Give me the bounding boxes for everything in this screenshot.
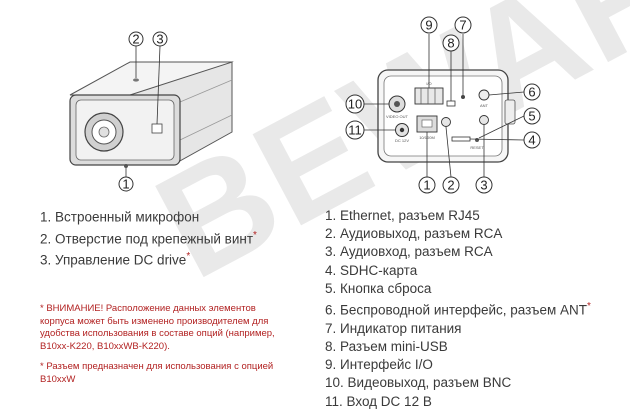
io-terminal: [414, 87, 444, 105]
rca-audio-out: [441, 117, 451, 127]
dc-drive-connector: [151, 123, 163, 134]
leader-line: [478, 115, 525, 139]
rca-audio-in: [479, 115, 489, 125]
side-ridge: [179, 79, 233, 103]
camera-diagram: 2 3 1: [69, 16, 541, 194]
footnotes: * ВНИМАНИЕ! Расположение данных элементо…: [40, 303, 290, 394]
panel-label: ANT: [480, 103, 489, 108]
side-ridge: [179, 114, 233, 141]
callout-front-3: 3: [152, 31, 168, 47]
ant-connector: [478, 89, 490, 101]
leader-line: [469, 138, 525, 141]
callout-back-10: 10: [345, 94, 365, 114]
callout-back-8: 8: [442, 34, 460, 52]
list-item: 2. Аудиовыход, разъем RCA: [325, 226, 503, 242]
list-item: 9. Интерфейс I/O: [325, 357, 433, 373]
callout-back-5: 5: [523, 107, 541, 125]
rear-panel-inner: [383, 75, 503, 157]
list-item: 2. Отверстие под крепежный винт*: [40, 227, 257, 249]
callout-back-11: 11: [345, 120, 365, 140]
lens-center: [98, 126, 110, 138]
list-item: 7. Индикатор питания: [325, 320, 462, 336]
list-item: 1. Встроенный микрофон: [40, 205, 257, 227]
callout-label: 2: [132, 32, 139, 47]
panel-label: VIDEO OUT: [386, 114, 409, 119]
list-item: 11. Вход DC 12 В: [325, 393, 432, 409]
callout-label: 4: [528, 133, 535, 148]
callout-back-3: 3: [475, 176, 493, 194]
footnote-wireless: * Разъем предназначен для использования …: [40, 361, 274, 385]
callout-label: 2: [447, 178, 454, 193]
callout-label: 1: [122, 177, 129, 192]
list-item: 1. Ethernet, разъем RJ45: [325, 208, 480, 223]
callout-back-6: 6: [523, 83, 541, 101]
list-item-text: 2. Отверстие под крепежный винт: [40, 231, 254, 246]
power-led: [461, 95, 465, 99]
rear-elements-list: 1. Ethernet, разъем RJ45 2. Аудиовыход, …: [325, 207, 591, 411]
list-item: 5. Кнопка сброса: [325, 280, 432, 296]
list-item: 8. Разъем mini-USB: [325, 338, 448, 354]
camera-rear-view: VIDEO OUT DC 12V 10/100M ANT RESET I/O: [377, 69, 516, 163]
microphone-hole: [124, 164, 128, 168]
sd-card-slot: [451, 136, 471, 142]
front-elements-list: 1. Встроенный микрофон 2. Отверстие под …: [40, 205, 257, 270]
callout-label: 3: [480, 178, 487, 193]
list-item-text: 6. Беспроводной интерфейс, разъем ANT: [325, 302, 588, 318]
mini-usb-port: [446, 100, 456, 107]
callout-label: 10: [348, 97, 362, 112]
callout-label: 3: [156, 32, 163, 47]
callout-back-7: 7: [454, 16, 472, 34]
dc-jack-pin: [399, 127, 405, 133]
callout-back-2: 2: [442, 176, 460, 194]
callout-label: 8: [447, 36, 454, 51]
callout-label: 9: [425, 18, 432, 33]
callout-back-9: 9: [420, 16, 438, 34]
mounting-hole: [133, 78, 139, 82]
callout-label: 6: [528, 85, 535, 100]
rj45-socket: [421, 119, 433, 128]
panel-label: RESET: [470, 145, 484, 150]
callout-label: 11: [348, 123, 362, 138]
callout-label: 5: [528, 109, 535, 124]
list-item: 3. Аудиовход, разъем RCA: [325, 244, 493, 260]
callout-front-2: 2: [128, 31, 144, 47]
asterisk: *: [253, 229, 257, 241]
list-item: 4. SDHC-карта: [325, 262, 418, 278]
list-item: 10. Видеовыход, разъем BNC: [325, 375, 512, 391]
leader-line: [488, 91, 525, 96]
footnote-warning: * ВНИМАНИЕ! Расположение данных элементо…: [40, 303, 275, 352]
list-item: 3. Управление DC drive*: [40, 248, 257, 270]
asterisk: *: [587, 301, 591, 313]
callout-back-4: 4: [523, 131, 541, 149]
panel-label: DC 12V: [395, 138, 409, 143]
camera-front-view: [69, 61, 234, 168]
list-item-text: 3. Управление DC drive: [40, 252, 187, 268]
bnc-pin: [394, 101, 400, 107]
callout-front-1: 1: [118, 176, 134, 192]
reset-button: [475, 138, 479, 142]
asterisk: *: [186, 251, 191, 262]
leader-line: [156, 45, 161, 125]
callout-label: 7: [459, 18, 466, 33]
list-item-text: 1. Встроенный микрофон: [40, 209, 200, 225]
leader-line: [445, 126, 452, 178]
callout-label: 1: [423, 178, 430, 193]
side-tab: [504, 99, 516, 125]
callout-back-1: 1: [418, 176, 436, 194]
list-item: 6. Беспроводной интерфейс, разъем ANT*: [325, 298, 591, 320]
